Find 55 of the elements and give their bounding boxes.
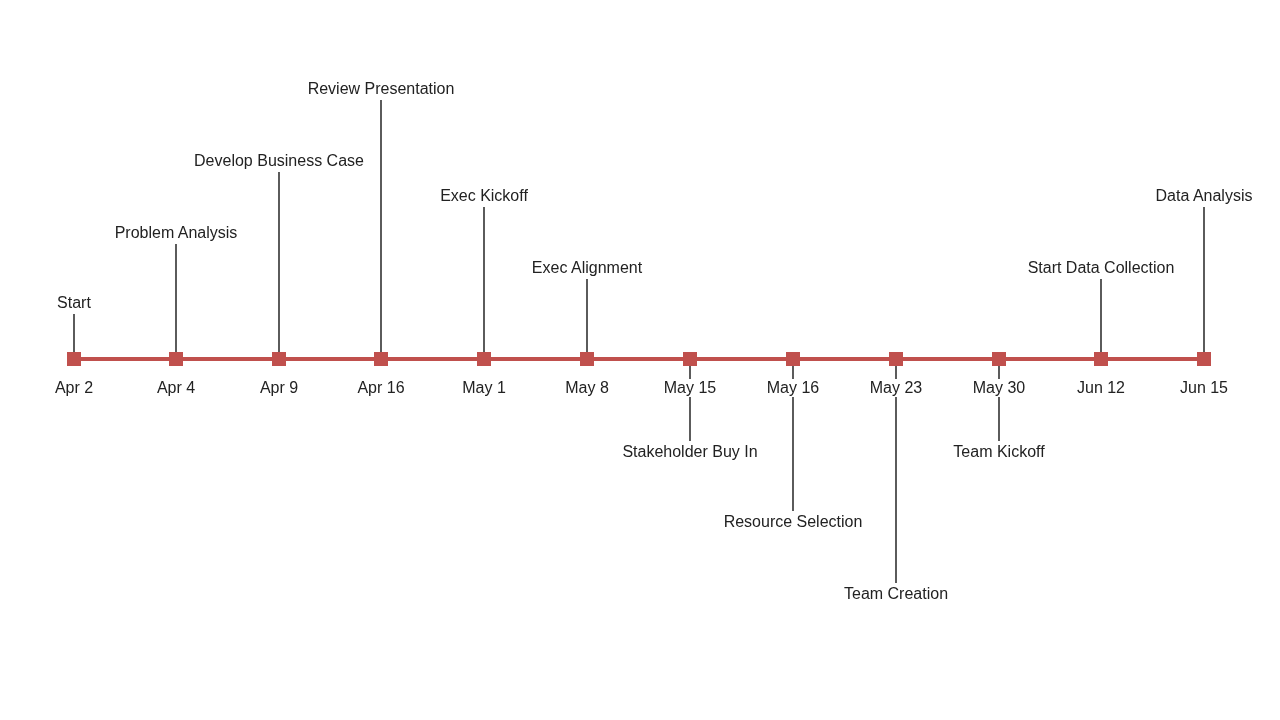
date-label: May 1 bbox=[461, 379, 507, 397]
date-label: May 23 bbox=[868, 379, 924, 397]
milestone-marker bbox=[1094, 352, 1108, 366]
timeline-line bbox=[491, 357, 580, 361]
date-label: May 8 bbox=[564, 379, 610, 397]
date-label: Apr 9 bbox=[258, 379, 300, 397]
leader-line bbox=[586, 278, 588, 353]
milestone-label: Problem Analysis bbox=[114, 224, 238, 242]
date-label: May 15 bbox=[662, 379, 718, 397]
milestone-label: Data Analysis bbox=[1155, 187, 1253, 205]
timeline-line bbox=[81, 357, 169, 361]
leader-line bbox=[73, 313, 75, 353]
date-label: May 30 bbox=[971, 379, 1027, 397]
leader-line bbox=[483, 206, 485, 353]
milestone-label: Team Creation bbox=[844, 585, 948, 603]
timeline-line bbox=[594, 357, 683, 361]
leader-line bbox=[1100, 278, 1102, 353]
timeline-line bbox=[183, 357, 272, 361]
milestone-label: Develop Business Case bbox=[194, 152, 364, 170]
timeline-line bbox=[388, 357, 477, 361]
timeline-line bbox=[1006, 357, 1094, 361]
timeline-line bbox=[697, 357, 786, 361]
milestone-marker bbox=[889, 352, 903, 366]
milestone-label: Start bbox=[57, 294, 91, 312]
milestone-marker bbox=[580, 352, 594, 366]
leader-line bbox=[792, 365, 794, 512]
timeline-line bbox=[903, 357, 992, 361]
date-label: Apr 4 bbox=[155, 379, 197, 397]
leader-line bbox=[380, 99, 382, 353]
leader-line bbox=[278, 171, 280, 353]
timeline-line bbox=[286, 357, 374, 361]
milestone-label: Team Kickoff bbox=[953, 443, 1045, 461]
milestone-marker bbox=[683, 352, 697, 366]
date-label: Apr 16 bbox=[356, 379, 406, 397]
milestone-label: Review Presentation bbox=[307, 80, 455, 98]
date-label: Apr 2 bbox=[53, 379, 95, 397]
milestone-marker bbox=[169, 352, 183, 366]
timeline-line bbox=[800, 357, 889, 361]
date-label: May 16 bbox=[765, 379, 821, 397]
milestone-label: Stakeholder Buy In bbox=[622, 443, 758, 461]
milestone-label: Start Data Collection bbox=[1027, 259, 1175, 277]
milestone-label: Exec Alignment bbox=[531, 259, 643, 277]
milestone-marker bbox=[1197, 352, 1211, 366]
leader-line bbox=[895, 365, 897, 584]
milestone-label: Resource Selection bbox=[723, 513, 863, 531]
leader-line bbox=[175, 243, 177, 353]
milestone-label: Exec Kickoff bbox=[440, 187, 528, 205]
milestone-marker bbox=[67, 352, 81, 366]
milestone-marker bbox=[477, 352, 491, 366]
leader-line bbox=[1203, 206, 1205, 353]
milestone-marker bbox=[992, 352, 1006, 366]
milestone-marker bbox=[272, 352, 286, 366]
milestone-marker bbox=[786, 352, 800, 366]
timeline-line bbox=[1108, 357, 1197, 361]
milestone-marker bbox=[374, 352, 388, 366]
